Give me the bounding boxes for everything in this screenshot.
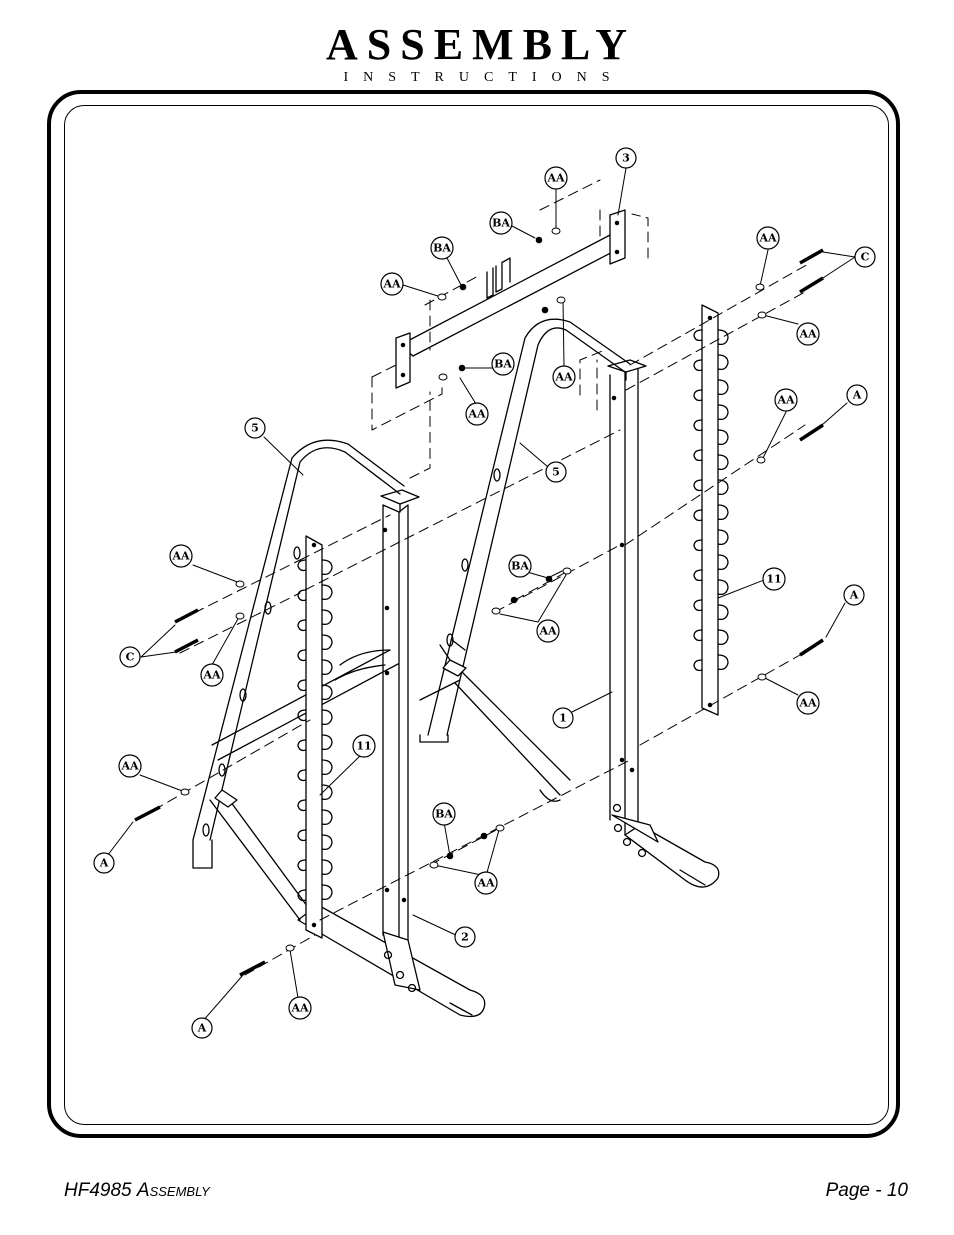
callout-part-1: 1 <box>552 707 574 729</box>
svg-text:AA: AA <box>476 877 495 890</box>
callout-c-right: C <box>854 246 876 268</box>
callout-aa-right-3: AA <box>774 388 798 412</box>
svg-text:BA: BA <box>433 242 451 255</box>
svg-text:11: 11 <box>356 740 371 753</box>
svg-text:AA: AA <box>382 278 401 291</box>
svg-text:5: 5 <box>552 466 560 479</box>
diagram-frame-outer <box>47 90 900 1138</box>
svg-text:11: 11 <box>766 573 781 586</box>
svg-text:AA: AA <box>798 697 817 710</box>
svg-text:A: A <box>99 857 109 870</box>
callouts: 3 AA BA BA AA BA AA AA AA C AA AA A 5 5 … <box>93 147 876 1039</box>
svg-text:C: C <box>861 251 870 264</box>
svg-text:BA: BA <box>494 358 512 371</box>
svg-text:BA: BA <box>511 560 529 573</box>
callout-part-5-right: 5 <box>545 461 567 483</box>
callout-a-left-1: A <box>93 852 115 874</box>
callout-a-right-1: A <box>846 384 868 406</box>
callout-aa-center: AA <box>536 619 560 643</box>
svg-text:AA: AA <box>758 232 777 245</box>
svg-text:A: A <box>197 1022 207 1035</box>
svg-text:5: 5 <box>251 422 259 435</box>
callout-aa-left-2: AA <box>200 663 224 687</box>
left-horn-plate <box>297 535 333 939</box>
callout-part-11-left: 11 <box>352 734 376 758</box>
svg-text:AA: AA <box>467 408 486 421</box>
callout-part-3: 3 <box>615 147 637 169</box>
svg-text:2: 2 <box>461 931 469 944</box>
svg-text:AA: AA <box>120 760 139 773</box>
callout-aa-right-top: AA <box>756 226 780 250</box>
svg-text:A: A <box>852 389 862 402</box>
svg-text:AA: AA <box>546 172 565 185</box>
footer-page-number: Page - 10 <box>825 1180 908 1201</box>
callout-aa-right-2: AA <box>796 322 820 346</box>
callout-ba-lower: BA <box>432 802 456 826</box>
callout-a-right-2: A <box>843 584 865 606</box>
page-header: ASSEMBLY INSTRUCTIONS <box>0 22 954 86</box>
callout-c-left: C <box>119 646 141 668</box>
callout-a-bottom: A <box>191 1017 213 1039</box>
footer-model: HF4985 Assembly <box>64 1180 210 1202</box>
callout-aa-right-bottom: AA <box>796 691 820 715</box>
callout-aa-crossbar: AA <box>465 402 489 426</box>
hardware <box>134 227 824 977</box>
top-crossbar <box>395 209 626 389</box>
right-horn-plate <box>693 304 729 716</box>
callout-part-11-right: 11 <box>762 567 786 591</box>
diagram-frame-inner <box>64 105 889 1125</box>
right-frame <box>334 318 720 888</box>
alignment-lines <box>139 179 811 976</box>
callout-ba-left-top: BA <box>430 236 454 260</box>
svg-text:AA: AA <box>776 394 795 407</box>
callout-aa-mid-top: AA <box>552 365 576 389</box>
page-subtitle: INSTRUCTIONS <box>343 70 625 85</box>
callout-aa-left-1: AA <box>169 544 193 568</box>
svg-text:1: 1 <box>559 712 567 725</box>
svg-text:A: A <box>849 589 859 602</box>
callout-aa-lower: AA <box>474 871 498 895</box>
leader-lines <box>103 167 856 1023</box>
footer-section: Assembly <box>136 1180 210 1201</box>
svg-text:AA: AA <box>171 550 190 563</box>
callout-part-5-left: 5 <box>244 417 266 439</box>
footer-model-number: HF4985 <box>64 1180 132 1201</box>
callout-ba-mid-top: BA <box>491 352 515 376</box>
svg-text:AA: AA <box>290 1002 309 1015</box>
svg-text:AA: AA <box>538 625 557 638</box>
svg-text:BA: BA <box>435 808 453 821</box>
svg-text:BA: BA <box>492 217 510 230</box>
left-frame <box>192 439 486 1018</box>
callout-aa-left-top: AA <box>380 272 404 296</box>
callout-ba-center: BA <box>508 554 532 578</box>
callout-aa-bottom: AA <box>288 996 312 1020</box>
svg-text:AA: AA <box>202 669 221 682</box>
svg-text:3: 3 <box>622 152 630 165</box>
page-title: ASSEMBLY <box>325 20 637 69</box>
callout-part-2: 2 <box>454 926 476 948</box>
svg-text:C: C <box>126 651 135 664</box>
svg-text:AA: AA <box>554 371 573 384</box>
callout-aa-left-3: AA <box>118 754 142 778</box>
callout-aa-top: AA <box>544 166 568 190</box>
callout-ba-top: BA <box>489 211 513 235</box>
svg-text:AA: AA <box>798 328 817 341</box>
